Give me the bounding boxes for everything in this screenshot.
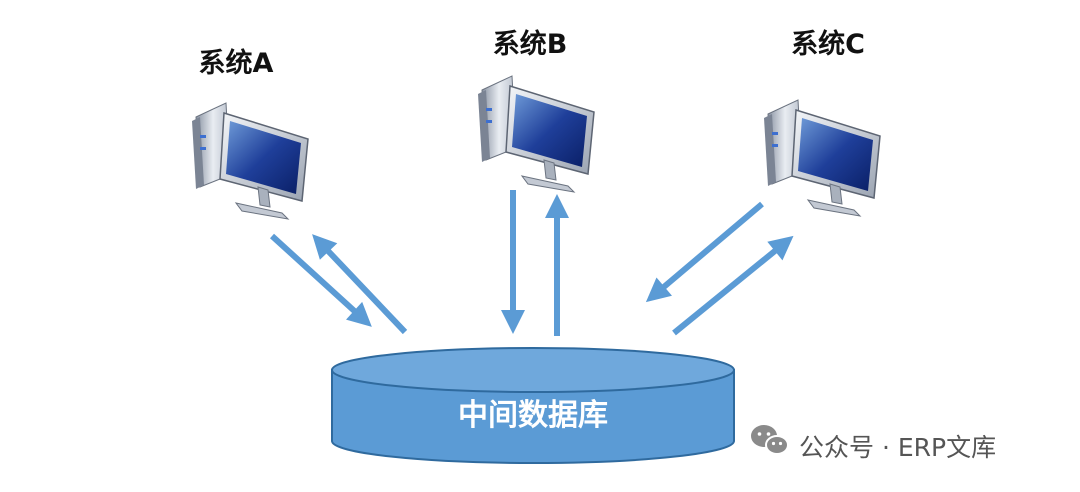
- arrow-c-to-db: [645, 201, 764, 303]
- watermark-text: 公众号 · ERP文库: [799, 433, 996, 462]
- wechat-icon: [751, 425, 789, 455]
- arrow-db-to-b: [545, 194, 569, 336]
- system-c-computer-icon: [763, 99, 881, 217]
- system-c-label: 系统C: [791, 28, 865, 60]
- system-a-label: 系统A: [199, 47, 274, 79]
- system-b-computer-icon: [477, 75, 595, 193]
- arrow-db-to-a: [312, 234, 408, 335]
- database-cylinder: [331, 347, 735, 464]
- arrow-db-to-c: [672, 235, 794, 336]
- arrow-b-to-db: [501, 190, 525, 334]
- arrow-a-to-db: [269, 233, 372, 327]
- database-label: 中间数据库: [458, 398, 608, 433]
- system-b-label: 系统B: [493, 28, 568, 60]
- system-a-computer-icon: [191, 102, 309, 220]
